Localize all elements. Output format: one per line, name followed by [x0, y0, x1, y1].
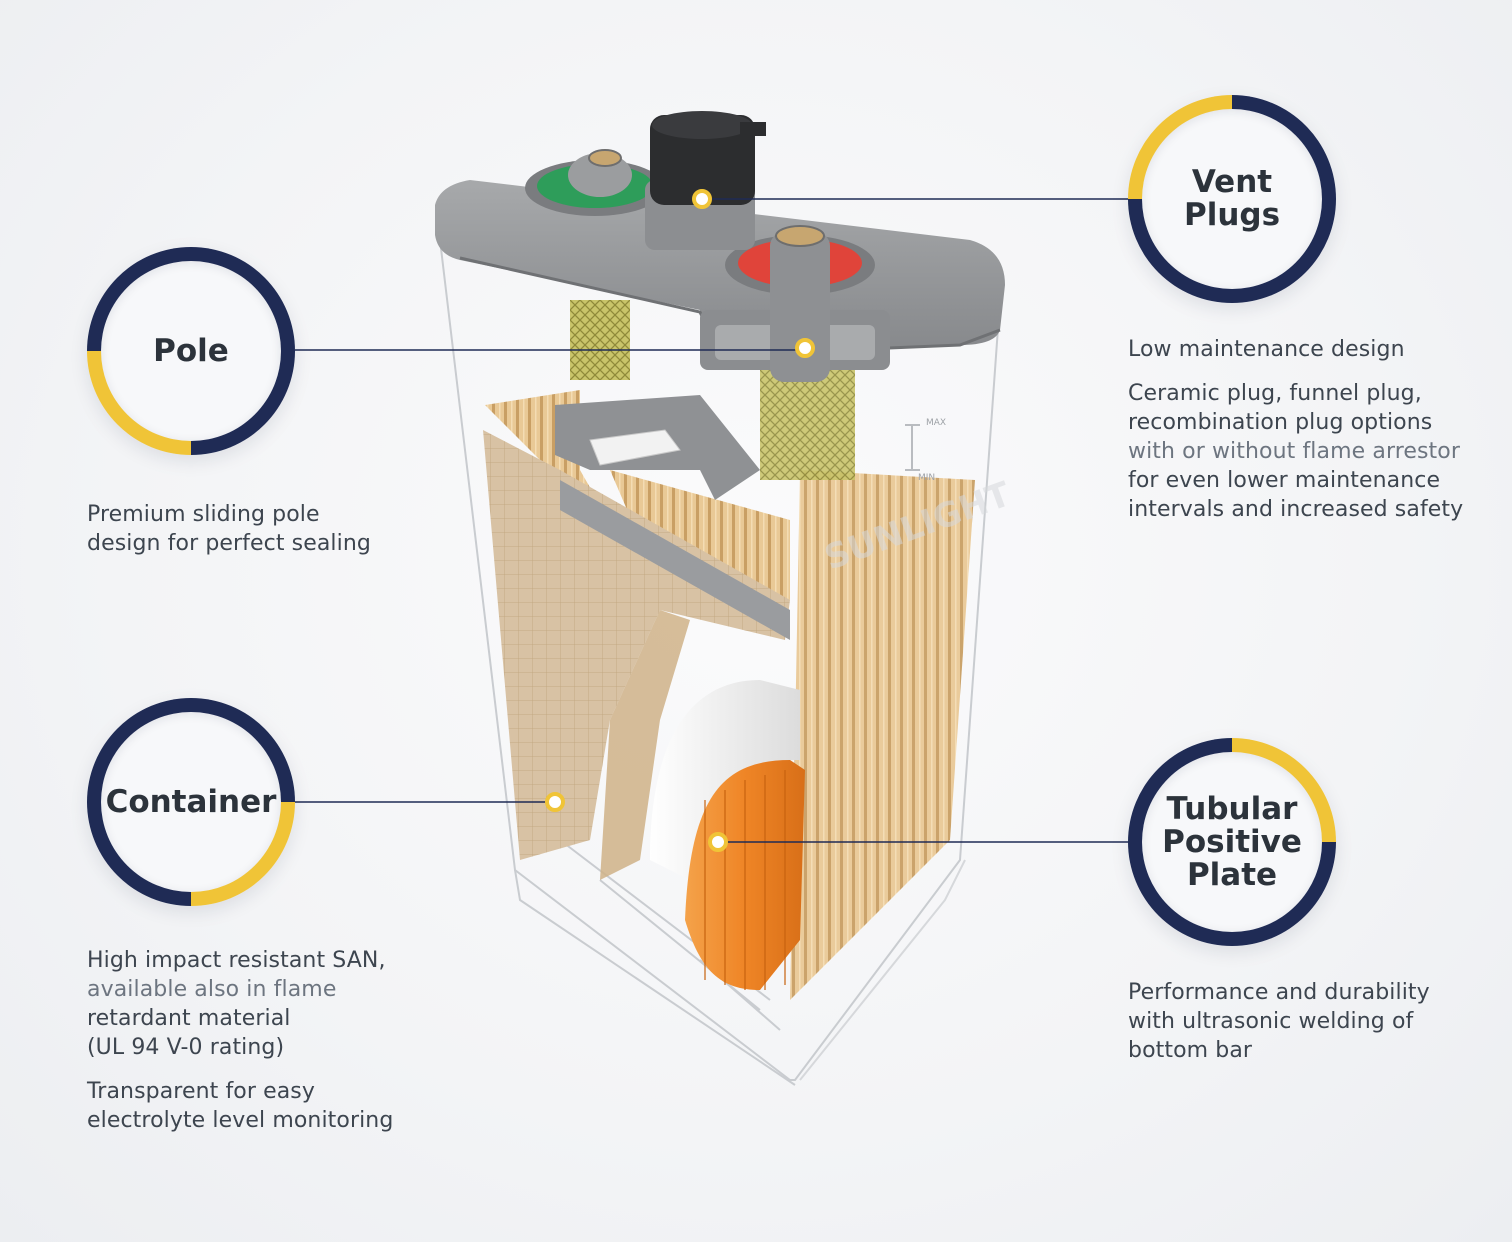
tubular-plate-title: Tubular Positive Plate	[1162, 790, 1302, 893]
vent-plug-cap	[645, 111, 766, 250]
tubular-plate-art	[650, 680, 805, 990]
pole-description-text: Premium sliding pole design for perfect …	[87, 502, 371, 556]
container-desc-line-d: Transparent for easy electrolyte level m…	[87, 1079, 394, 1133]
container-desc-line-b: available also in flame	[87, 977, 337, 1002]
tubular-plate-desc-text: Performance and durability with ultrason…	[1128, 980, 1430, 1063]
level-marks	[905, 424, 920, 471]
vent-desc-line-b: Ceramic plug, funnel plug, recombination…	[1128, 381, 1433, 435]
container-ring[interactable]: Container	[87, 698, 295, 906]
min-label: MIN	[918, 473, 935, 483]
negative-terminal	[525, 149, 665, 216]
container-shell	[439, 239, 1001, 1086]
max-label: MAX	[926, 418, 946, 428]
vent-plugs-marker[interactable]	[692, 189, 712, 209]
positive-terminal	[725, 225, 875, 382]
connector-strap	[555, 395, 790, 640]
container-desc-line-c: retardant material (UL 94 V-0 rating)	[87, 1006, 291, 1060]
container-marker[interactable]	[545, 792, 565, 812]
pole-ring[interactable]: Pole	[87, 247, 295, 455]
pole-marker[interactable]	[795, 338, 815, 358]
container-desc-line-a: High impact resistant SAN,	[87, 948, 386, 973]
tubular-plate-ring[interactable]: Tubular Positive Plate	[1128, 738, 1336, 946]
vent-plugs-ring[interactable]: Vent Plugs	[1128, 95, 1336, 303]
pole-description: Premium sliding pole design for perfect …	[87, 500, 417, 573]
tubular-plate-marker[interactable]	[708, 832, 728, 852]
mesh-separator	[483, 430, 790, 880]
container-title: Container	[105, 783, 277, 820]
vent-plugs-title: Vent Plugs	[1183, 164, 1281, 233]
container-description: High impact resistant SAN, available als…	[87, 946, 427, 1150]
vent-desc-line-c: with or without flame arrestor	[1128, 439, 1460, 464]
callout-lines	[295, 198, 1132, 843]
vent-plugs-description: Low maintenance design Ceramic plug, fun…	[1128, 335, 1488, 539]
vent-desc-line-a: Low maintenance design	[1128, 337, 1405, 362]
pole-title: Pole	[153, 332, 229, 369]
vent-desc-line-d: for even lower maintenance intervals and…	[1128, 468, 1464, 522]
tubular-plate-description: Performance and durability with ultrason…	[1128, 978, 1468, 1080]
